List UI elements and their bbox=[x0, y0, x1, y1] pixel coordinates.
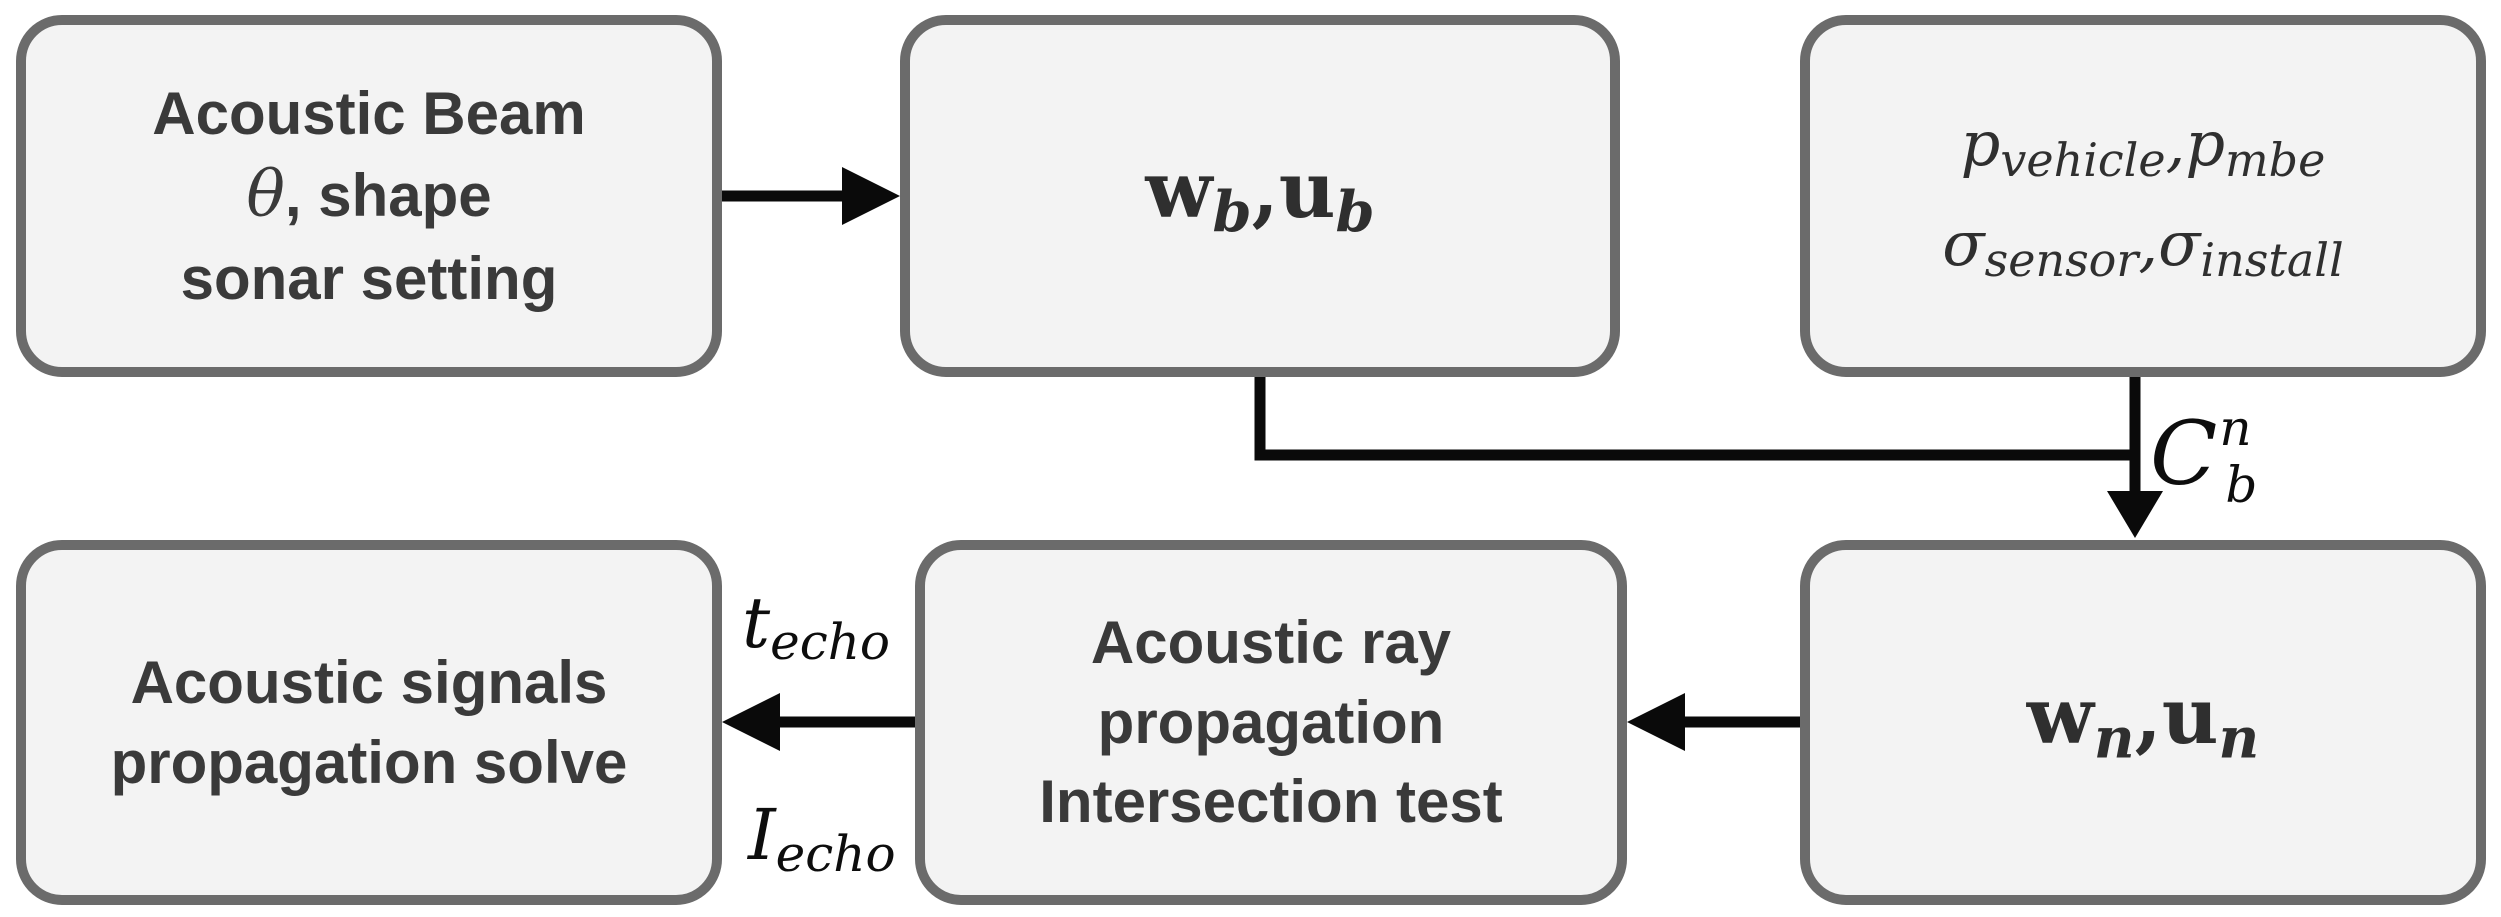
u-b-subscript: b bbox=[1335, 179, 1375, 246]
p-mbe-subscript: mbe bbox=[2225, 132, 2326, 187]
w-n-base: w bbox=[2026, 671, 2094, 763]
box-acoustic-ray-text: Acoustic ray propagation Intersection te… bbox=[1039, 603, 1502, 842]
i-echo-base: I bbox=[748, 794, 776, 876]
edge-label-i-echo: Iecho bbox=[748, 800, 896, 879]
t-echo-subscript: echo bbox=[770, 613, 891, 671]
edge-label-rotation-matrix: C n b bbox=[2150, 402, 2257, 510]
w-b-subscript: b bbox=[1212, 179, 1252, 246]
pose-params-line-2: σsensor,σinstall bbox=[1942, 196, 2343, 296]
ray-line-3: Intersection test bbox=[1039, 768, 1503, 836]
beam-line-2: θ, shape bbox=[152, 153, 585, 238]
ray-line-1: Acoustic ray bbox=[1090, 608, 1452, 676]
body-vectors-formula: wb,ub bbox=[1145, 151, 1374, 240]
u-b-base: u bbox=[1278, 144, 1336, 236]
arrow-pose-params-to-nav-vectors bbox=[2107, 372, 2163, 538]
beam-line-1: Acoustic Beam bbox=[152, 79, 586, 147]
box-acoustic-signals-text: Acoustic signals propagation solve bbox=[111, 643, 628, 803]
box-nav-vectors: wn,un bbox=[1800, 540, 2486, 905]
rotation-matrix-superscript: n bbox=[2219, 399, 2252, 457]
signals-line-2: propagation solve bbox=[110, 728, 628, 796]
beam-line-2-rest: , shape bbox=[284, 162, 492, 230]
p-vehicle-base: p bbox=[1960, 106, 2001, 180]
w-n-subscript: n bbox=[2093, 705, 2135, 772]
ray-line-2: propagation bbox=[1097, 688, 1445, 756]
box-acoustic-beam-text: Acoustic Beam θ, shape sonar setting bbox=[152, 74, 585, 319]
box-body-vectors: wb,ub bbox=[900, 15, 1620, 377]
beam-line-3: sonar setting bbox=[180, 244, 558, 312]
box-acoustic-ray: Acoustic ray propagation Intersection te… bbox=[915, 540, 1627, 905]
sigma-install-subscript: install bbox=[2200, 233, 2344, 288]
nav-vectors-comma: , bbox=[2134, 671, 2162, 763]
box-acoustic-signals: Acoustic signals propagation solve bbox=[16, 540, 722, 905]
p-vehicle-subscript: vehicle bbox=[2000, 132, 2166, 187]
pose-comma-2: , bbox=[2138, 207, 2159, 280]
p-mbe-base: p bbox=[2185, 106, 2226, 180]
edge-label-t-echo: techo bbox=[742, 588, 890, 667]
sigma-install-base: σ bbox=[2158, 207, 2201, 280]
nav-vectors-formula: wn,un bbox=[2027, 678, 2259, 767]
sigma-sensor-subscript: sensor bbox=[1984, 233, 2139, 288]
signals-line-1: Acoustic signals bbox=[130, 648, 608, 716]
box-pose-params: pvehicle,pmbe σsensor,σinstall bbox=[1800, 15, 2486, 377]
arrow-beam-to-body-vectors bbox=[722, 167, 900, 225]
w-b-base: w bbox=[1145, 144, 1213, 236]
theta-symbol: θ bbox=[246, 158, 285, 233]
connector-body-vectors-to-junction bbox=[1254, 372, 2135, 461]
pose-params-line-1: pvehicle,pmbe bbox=[1942, 96, 2343, 196]
sigma-sensor-base: σ bbox=[1942, 207, 1985, 280]
rotation-matrix-base: C bbox=[2150, 402, 2218, 505]
pose-comma-1: , bbox=[2165, 106, 2186, 180]
u-n-subscript: n bbox=[2218, 705, 2260, 772]
i-echo-subscript: echo bbox=[775, 825, 896, 883]
box-acoustic-beam: Acoustic Beam θ, shape sonar setting bbox=[16, 15, 722, 377]
body-vectors-comma: , bbox=[1251, 144, 1279, 236]
arrow-ray-to-signals bbox=[722, 693, 915, 751]
rotation-matrix-scripts: n b bbox=[2219, 399, 2258, 514]
arrow-nav-vectors-to-ray bbox=[1627, 693, 1800, 751]
t-echo-base: t bbox=[742, 582, 771, 664]
rotation-matrix-subscript: b bbox=[2225, 456, 2258, 514]
u-n-base: u bbox=[2161, 671, 2219, 763]
pose-params-formulas: pvehicle,pmbe σsensor,σinstall bbox=[1942, 96, 2343, 297]
